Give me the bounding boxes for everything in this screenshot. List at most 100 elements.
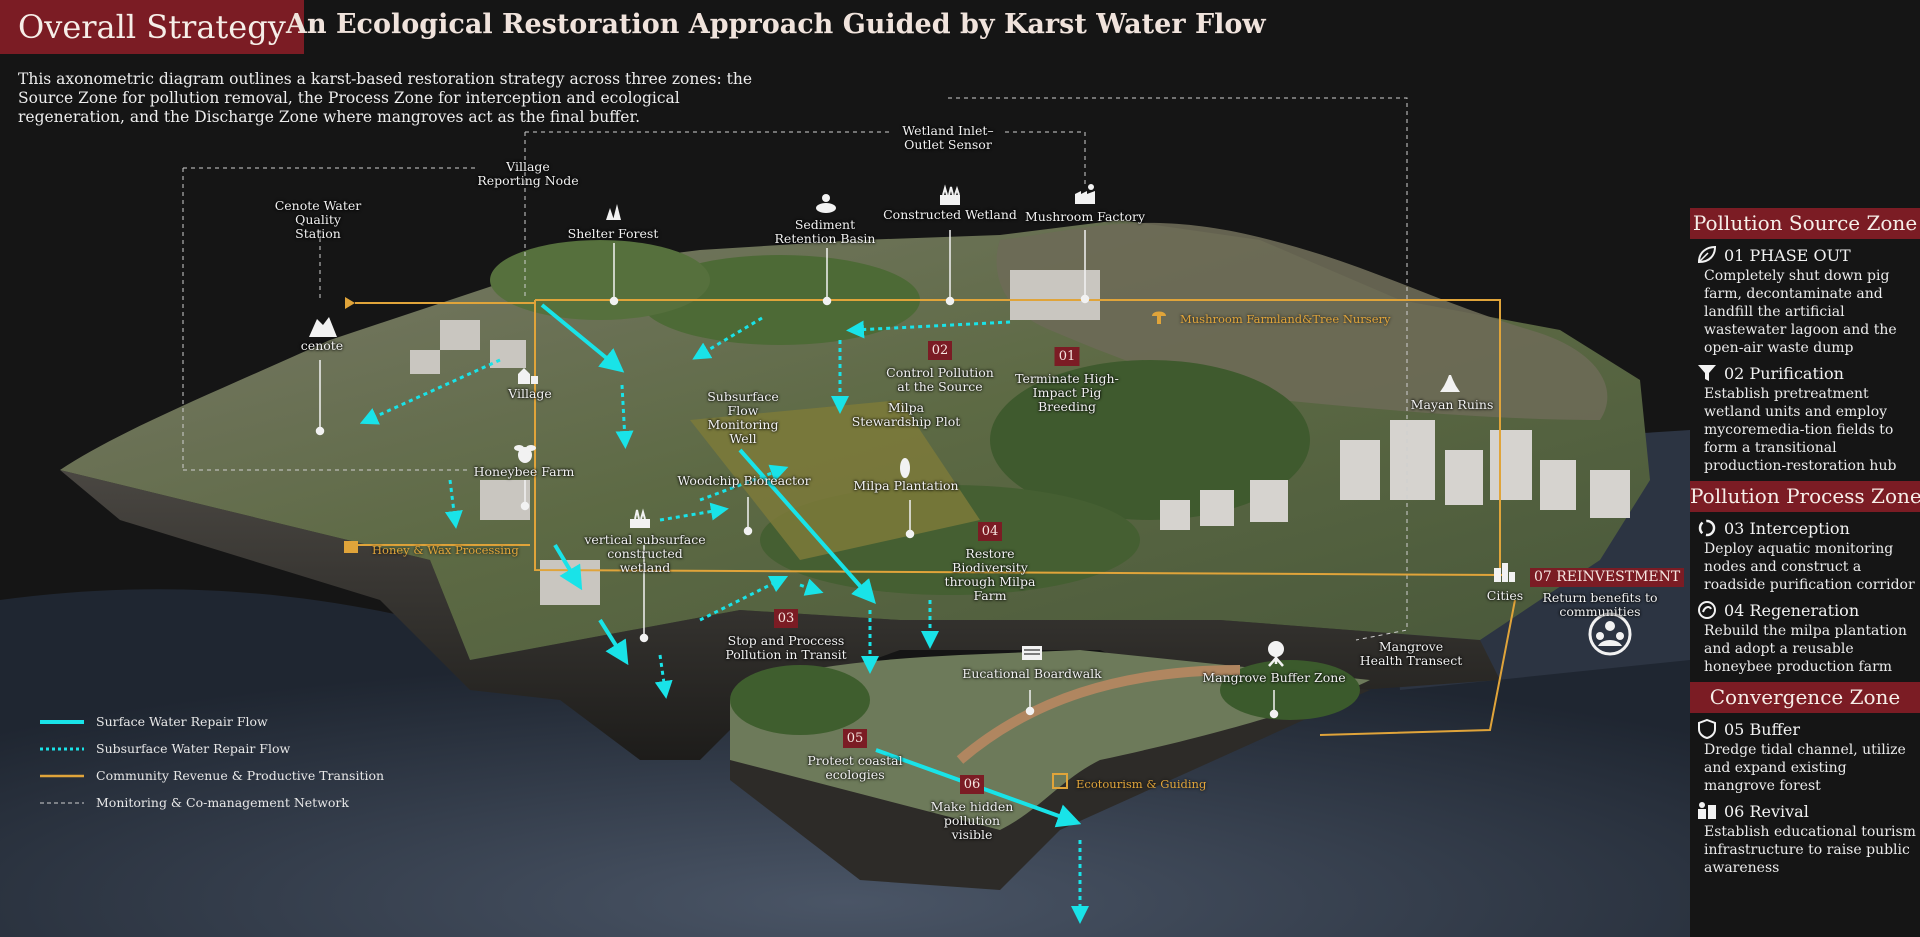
step-text: Stop and Proccess Pollution in Transit xyxy=(725,633,847,662)
label-mushroom-factory: Mushroom Factory xyxy=(1024,209,1146,224)
phase-description: Rebuild the milpa plantation and adopt a… xyxy=(1704,623,1907,675)
label-mangrove-buffer: Mangrove Buffer Zone xyxy=(1202,670,1346,685)
step-badge: 04 xyxy=(977,522,1003,541)
label-boardwalk: Eucational Boardwalk xyxy=(962,666,1102,681)
label-mushroom-farmland: Mushroom Farmland&Tree Nursery xyxy=(1180,312,1391,326)
step-badge: 05 xyxy=(842,729,868,748)
step-text: Terminate High-Impact Pig Breeding xyxy=(1015,371,1119,414)
legend-revenue: Community Revenue & Productive Transitio… xyxy=(40,768,385,783)
label-mangrove-transect: Mangrove Health Transect xyxy=(1359,639,1463,668)
step-06: 06 Make hidden pollution visible xyxy=(927,773,1017,842)
revenue-network xyxy=(355,299,1516,736)
label-subsurface-well: Subsurface Flow Monitoring Well xyxy=(707,389,779,446)
step-badge: 06 xyxy=(959,775,985,794)
cenote-icon xyxy=(307,313,337,339)
intro-text: This axonometric diagram outlines a kars… xyxy=(18,70,752,126)
legend: Surface Water Repair Flow Subsurface Wat… xyxy=(40,708,384,816)
page-subtitle: An Ecological Restoration Approach Guide… xyxy=(286,9,1266,40)
phase-heading: 02 Purification xyxy=(1696,363,1920,383)
wetland-unit-icon xyxy=(627,505,653,531)
label-cities: Cities xyxy=(1486,588,1524,603)
step-02: 02 Control Pollution at the Source xyxy=(885,339,995,394)
phase-description: Establish pretreatment wetland units and… xyxy=(1704,386,1897,474)
legend-monitoring: Monitoring & Co-management Network xyxy=(40,795,349,810)
reinvestment-badge: 07 REINVESTMENT xyxy=(1530,568,1685,587)
zone-panel: Pollution Source Zone 01 PHASE OUT Compl… xyxy=(1690,208,1920,877)
zone-header-process: Pollution Process Zone xyxy=(1690,481,1920,512)
phase-description: Dredge tidal channel, utilize and expand… xyxy=(1704,742,1906,794)
step-text: Control Pollution at the Source xyxy=(886,365,994,394)
step-text: Restore Biodiversity through Milpa Farm xyxy=(944,546,1036,603)
page-title: Overall Strategy xyxy=(0,0,304,54)
label-woodchip: Woodchip Bioreactor xyxy=(677,473,811,488)
cycle-icon xyxy=(1698,519,1716,537)
label-sediment-basin: Sediment Retention Basin xyxy=(774,217,876,246)
step-badge: 02 xyxy=(927,341,953,360)
reinvestment-text: Return benefits to communities xyxy=(1542,590,1658,619)
step-text: Make hidden pollution visible xyxy=(930,799,1014,842)
label-wetland-sensor: Wetland Inlet–Outlet Sensor xyxy=(902,123,994,152)
phase-description: Establish educational tourism infrastruc… xyxy=(1704,824,1916,876)
wetland-icon xyxy=(937,183,963,209)
label-honeybee-farm: Honeybee Farm xyxy=(473,464,575,479)
pyramid-icon xyxy=(1437,370,1463,396)
reinvestment: 07 REINVESTMENT Return benefits to commu… xyxy=(1530,566,1685,619)
label-cenote: cenote xyxy=(300,338,344,353)
subsurface-flow xyxy=(359,316,1089,924)
phase-heading: 05 Buffer xyxy=(1696,719,1920,739)
step-01: 01 Terminate High-Impact Pig Breeding xyxy=(1015,345,1120,414)
label-vertical-wetland: vertical subsurface constructed wetland xyxy=(584,532,706,575)
label-mayan-ruins: Mayan Ruins xyxy=(1410,397,1494,412)
phase-heading: 03 Interception xyxy=(1696,518,1920,538)
label-village-node: Village Reporting Node xyxy=(477,159,579,188)
step-badge: 01 xyxy=(1054,347,1080,366)
phase-description: Deploy aquatic monitoring nodes and cons… xyxy=(1704,541,1915,593)
step-badge: 03 xyxy=(773,609,799,628)
phase-heading: 06 Revival xyxy=(1696,801,1920,821)
honey-revenue-icon xyxy=(342,537,360,555)
legend-subsurface: Subsurface Water Repair Flow xyxy=(40,741,291,756)
city-blocks xyxy=(1160,420,1630,530)
mountain-ridge xyxy=(996,222,1608,420)
shield-icon xyxy=(1698,719,1716,739)
step-05: 05 Protect coastal ecologies xyxy=(805,727,905,782)
bee-icon xyxy=(512,440,538,466)
phase-description: Completely shut down pig farm, decontami… xyxy=(1704,268,1897,356)
label-constructed-wetland: Constructed Wetland xyxy=(883,207,1017,222)
coastal-platform xyxy=(730,650,1370,830)
leaf-icon xyxy=(1697,245,1717,264)
label-milpa-plantation: Milpa Plantation xyxy=(853,478,959,493)
forest-icon xyxy=(601,198,627,224)
zone-header-convergence: Convergence Zone xyxy=(1690,682,1920,713)
zone-header-source: Pollution Source Zone xyxy=(1690,208,1920,239)
step-text: Protect coastal ecologies xyxy=(807,753,903,782)
factory-icon xyxy=(1072,182,1098,208)
community-icon xyxy=(1588,612,1632,656)
boardwalk-icon xyxy=(1019,640,1045,666)
corn-icon xyxy=(892,455,918,481)
mangrove-icon xyxy=(1261,640,1287,667)
city-icon xyxy=(1491,560,1517,586)
label-shelter-forest: Shelter Forest xyxy=(567,226,659,241)
label-ecotourism: Ecotourism & Guiding xyxy=(1076,777,1207,791)
regeneration-icon xyxy=(1698,601,1716,619)
funnel-icon xyxy=(1698,365,1716,381)
ecotourism-revenue-icon xyxy=(1052,773,1068,789)
step-03: 03 Stop and Proccess Pollution in Transi… xyxy=(721,607,851,662)
monitoring-network xyxy=(182,97,1408,641)
phase-heading: 04 Regeneration xyxy=(1696,600,1920,620)
phase-heading: 01 PHASE OUT xyxy=(1696,245,1920,265)
mushroom-revenue-icon xyxy=(1150,306,1168,326)
revival-icon xyxy=(1698,802,1716,819)
label-village: Village xyxy=(508,386,552,401)
step-04: 04 Restore Biodiversity through Milpa Fa… xyxy=(930,520,1050,603)
legend-surface: Surface Water Repair Flow xyxy=(40,714,268,729)
village-icon xyxy=(515,362,541,388)
label-milpa-plot: Milpa Stewardship Plot xyxy=(851,400,961,429)
milpa-field xyxy=(690,400,980,560)
surface-flow xyxy=(540,303,1082,828)
basin-icon xyxy=(813,190,839,216)
label-honey-wax: Honey & Wax Processing xyxy=(372,543,519,557)
label-cenote-station: Cenote Water Quality Station xyxy=(274,198,362,241)
